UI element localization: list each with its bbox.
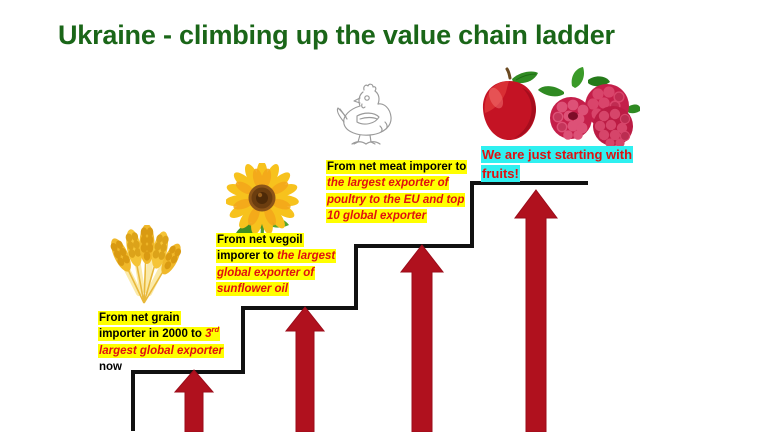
callout-line: sunflower oil xyxy=(217,282,288,295)
callout-line: global exporter of xyxy=(217,266,315,279)
callout-meat: From net meat imporer to the largest expo… xyxy=(327,159,487,224)
callout-line: From net grain xyxy=(99,312,180,324)
callout-line: poultry to the EU and top xyxy=(327,193,465,206)
callout-line: fruits! xyxy=(482,165,519,181)
arrow-up-grain xyxy=(173,369,215,432)
arrow-up-fruits xyxy=(514,189,558,432)
sunflower-icon xyxy=(226,163,299,241)
callout-line: imporer to the largest xyxy=(217,250,336,263)
arrow-up-meat xyxy=(399,244,445,432)
callout-line: 10 global exporter xyxy=(327,209,427,222)
callout-line: From net meat imporer to xyxy=(327,161,467,173)
chicken-sketch-icon xyxy=(336,83,392,145)
callout-line: now xyxy=(99,360,122,373)
callout-line: the largest exporter of xyxy=(327,177,449,190)
callout-line: largest global exporter xyxy=(99,344,223,357)
arrow-up-vegoil xyxy=(284,306,326,432)
callout-line: importer in 2000 to 3rd xyxy=(99,325,220,341)
page-title: Ukraine - climbing up the value chain la… xyxy=(58,20,615,50)
wheat-ears-icon xyxy=(110,225,182,304)
callout-vegoil: From net vegoil imporer to the largest glo… xyxy=(217,232,357,297)
callout-line: We are just starting with xyxy=(482,147,633,162)
apple-and-raspberries-icon xyxy=(482,67,640,148)
callout-line: From net vegoil xyxy=(217,234,303,246)
callout-fruits: We are just starting with fruits! xyxy=(482,146,662,184)
